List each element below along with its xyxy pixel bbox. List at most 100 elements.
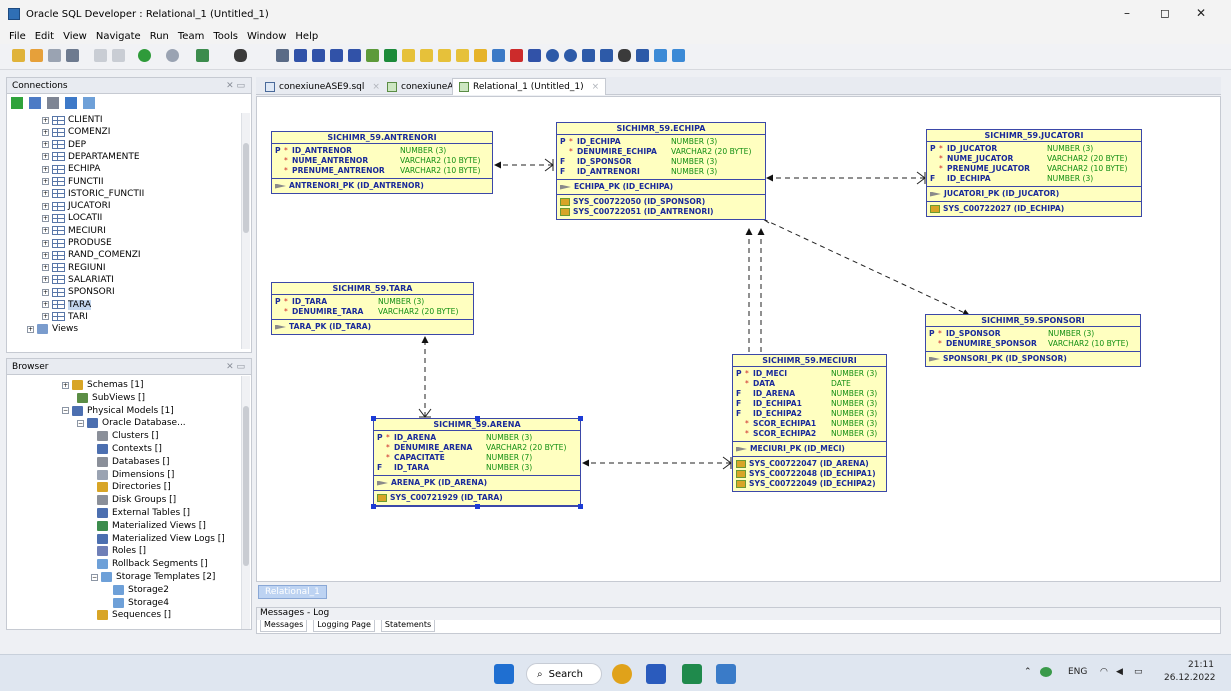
table-node-rand_comenzi[interactable]: +RAND_COMENZI xyxy=(42,250,141,261)
clock-date[interactable]: 26.12.2022 xyxy=(1164,673,1216,683)
menu-view[interactable]: View xyxy=(63,30,87,42)
expand-icon[interactable]: + xyxy=(42,178,49,185)
split-table-icon[interactable] xyxy=(330,49,343,62)
tray-app-icon[interactable] xyxy=(1040,667,1052,677)
table-node-regiuni[interactable]: +REGIUNI xyxy=(42,262,106,273)
table-node-istoric_functii[interactable]: +ISTORIC_FUNCTII xyxy=(42,188,145,199)
panel-minimize-icon[interactable]: ✕ ▭ xyxy=(226,80,245,91)
table-node-sponsori[interactable]: +SPONSORI xyxy=(42,287,115,298)
expand-icon[interactable]: + xyxy=(42,202,49,210)
browser-node-external-tables[interactable]: External Tables [] xyxy=(97,507,190,519)
arrow-right-icon[interactable] xyxy=(384,49,397,62)
table-node-echipa[interactable]: +ECHIPA xyxy=(42,164,101,175)
fit-screen-icon[interactable] xyxy=(582,49,595,62)
table-node-departamente[interactable]: +DEPARTAMENTE xyxy=(42,151,140,162)
foreign-key-row[interactable]: SYS_C00722048 (ID_ECHIPA1) xyxy=(733,469,886,479)
expand-icon[interactable]: + xyxy=(42,165,49,173)
browser-node-physical-models-1[interactable]: −Physical Models [1] xyxy=(62,405,174,416)
expand-icon[interactable]: + xyxy=(42,128,49,136)
expand-icon[interactable]: − xyxy=(77,419,84,427)
diagram-sheet-tab[interactable]: Relational_1 xyxy=(258,585,327,599)
new-icon[interactable] xyxy=(12,49,25,62)
primary-key-row[interactable]: TARA_PK (ID_TARA) xyxy=(272,322,473,332)
menu-navigate[interactable]: Navigate xyxy=(95,30,141,42)
primary-key-row[interactable]: ECHIPA_PK (ID_ECHIPA) xyxy=(557,182,765,192)
expand-icon[interactable]: − xyxy=(91,573,98,581)
redo-icon[interactable] xyxy=(112,49,125,62)
foreign-key-row[interactable]: SYS_C00721929 (ID_TARA) xyxy=(374,493,580,503)
clock-time[interactable]: 21:11 xyxy=(1188,660,1214,670)
views-node[interactable]: +Views xyxy=(27,324,79,335)
close-tab-icon[interactable]: × xyxy=(372,81,380,92)
minimize-button[interactable]: – xyxy=(1124,6,1130,20)
ddl-icon[interactable] xyxy=(438,49,451,62)
tab-logging-page[interactable]: Logging Page xyxy=(313,620,375,632)
nav-forward-icon[interactable] xyxy=(672,49,685,62)
note-icon[interactable] xyxy=(402,49,415,62)
browser-node-oracle-database[interactable]: −Oracle Database... xyxy=(77,418,186,429)
battery-icon[interactable]: ▭ xyxy=(1134,667,1143,677)
close-tab-icon[interactable]: × xyxy=(591,82,600,92)
menu-run[interactable]: Run xyxy=(149,30,169,42)
menu-tools[interactable]: Tools xyxy=(213,30,238,42)
tab-relational-1[interactable]: Relational_1 (Untitled_1)× xyxy=(452,78,607,95)
panel-minimize-icon[interactable]: ✕ ▭ xyxy=(226,361,245,372)
expand-icon[interactable]: + xyxy=(62,381,69,389)
browser-node-databases[interactable]: Databases [] xyxy=(97,456,170,468)
selection-handle[interactable] xyxy=(371,504,376,509)
language-indicator[interactable]: ENG xyxy=(1068,667,1088,677)
expand-icon[interactable]: + xyxy=(42,251,49,259)
windows-start-icon[interactable] xyxy=(494,664,514,684)
maximize-button[interactable]: ◻ xyxy=(1160,6,1170,20)
back-icon[interactable] xyxy=(138,49,151,62)
new-fk-icon[interactable] xyxy=(366,49,379,62)
compare-icon[interactable] xyxy=(456,49,469,62)
expand-icon[interactable]: + xyxy=(42,190,49,198)
selection-handle[interactable] xyxy=(371,416,376,421)
table-node-tari[interactable]: +TARI xyxy=(42,311,88,322)
nav-back-icon[interactable] xyxy=(654,49,667,62)
zoom-in-icon[interactable] xyxy=(546,49,559,62)
browser-node-storage-templates-2[interactable]: −Storage Templates [2] xyxy=(91,572,216,582)
expand-icon[interactable]: + xyxy=(42,239,49,247)
engineer-icon[interactable] xyxy=(492,49,505,62)
expand-icon[interactable]: + xyxy=(42,153,49,161)
expand-icon[interactable]: + xyxy=(42,276,49,284)
browser-scrollbar[interactable] xyxy=(241,376,250,629)
table-node-jucatori[interactable]: +JUCATORI xyxy=(42,201,111,212)
browser-node-clusters[interactable]: Clusters [] xyxy=(97,430,159,442)
tab-messages[interactable]: Messages xyxy=(260,620,308,632)
word-icon[interactable] xyxy=(646,664,666,684)
menu-file[interactable]: File xyxy=(9,30,26,42)
table-node-tara[interactable]: +TARA xyxy=(42,299,92,310)
sqldeveloper-taskbar-icon[interactable] xyxy=(716,664,736,684)
browser-node-materialized-view-logs[interactable]: Materialized View Logs [] xyxy=(97,533,225,545)
taskbar-search[interactable]: ⌕Search xyxy=(526,663,602,685)
browser-node-roles[interactable]: Roles [] xyxy=(97,545,146,557)
folder-icon[interactable] xyxy=(474,49,487,62)
table-node-dep[interactable]: +DEP xyxy=(42,139,87,150)
wifi-icon[interactable]: ◠ xyxy=(1100,667,1108,677)
selection-handle[interactable] xyxy=(578,416,583,421)
open-icon[interactable] xyxy=(30,49,43,62)
selection-handle[interactable] xyxy=(578,504,583,509)
browser-node-schemas-1[interactable]: +Schemas [1] xyxy=(62,380,144,390)
table-node-comenzi[interactable]: +COMENZI xyxy=(42,127,111,138)
browser-node-disk-groups[interactable]: Disk Groups [] xyxy=(97,494,176,506)
refresh-icon[interactable] xyxy=(29,97,41,109)
forward-icon[interactable] xyxy=(166,49,179,62)
